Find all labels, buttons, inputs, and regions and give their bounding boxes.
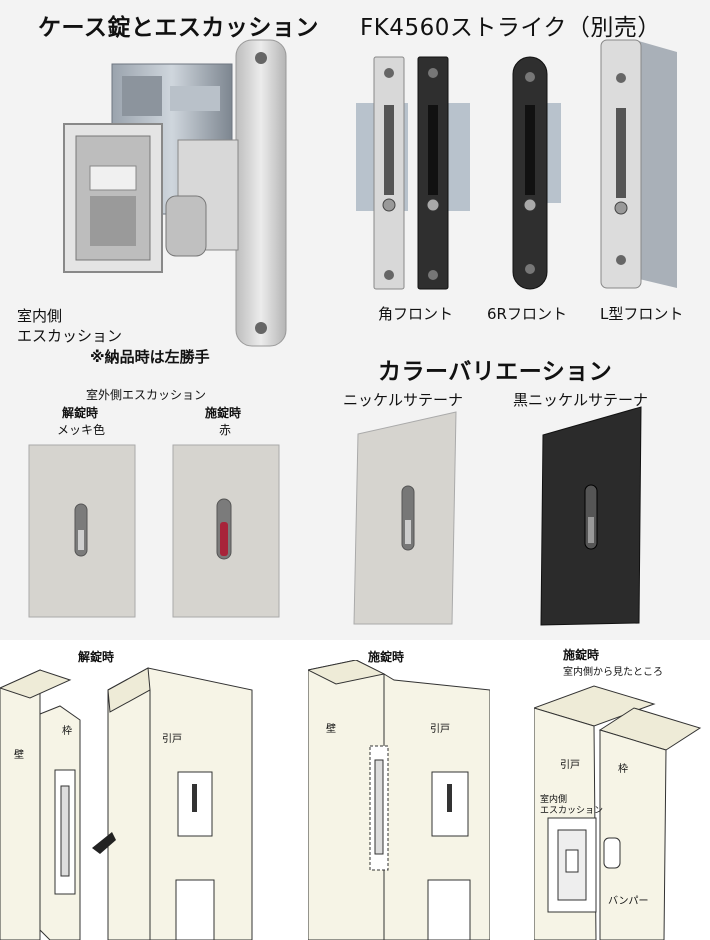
case-title: ケース錠とエスカッション — [38, 15, 319, 41]
diagram2-title: 施錠時 — [368, 650, 405, 664]
case-lock-image — [63, 39, 287, 347]
strike-label-l-type: L型フロント — [600, 305, 684, 323]
strike-title: FK4560ストライク（別売） — [360, 15, 661, 41]
diagram2-wall: 壁 — [326, 724, 336, 735]
diagram3-escutcheon-2: エスカッション — [540, 806, 604, 816]
diagram1-frame: 枠 — [62, 726, 72, 737]
escutcheon-unlocked — [28, 444, 136, 618]
delivery-note: ※納品時は左勝手 — [90, 348, 210, 366]
locked-sub: 赤 — [219, 423, 232, 437]
indoor-escutcheon-label-1: 室内側 — [17, 307, 63, 325]
diagram-unlocked — [0, 667, 253, 940]
indoor-escutcheon-label-2: エスカッション — [17, 327, 123, 345]
strike-6r-black — [512, 56, 561, 290]
strike-square-black — [417, 56, 470, 290]
strike-label-6r: 6Rフロント — [487, 305, 567, 323]
diagram1-door: 引戸 — [162, 734, 182, 745]
unlocked-sub: メッキ色 — [57, 423, 106, 437]
diagram1-title: 解錠時 — [78, 650, 115, 664]
color-swatch-nickel — [353, 411, 457, 625]
diagram2-door: 引戸 — [430, 724, 450, 735]
diagram-locked — [308, 660, 490, 940]
diagram3-bumper: バンパー — [608, 896, 649, 907]
diagram3-door: 引戸 — [560, 760, 580, 771]
unlocked-title: 解錠時 — [62, 406, 99, 420]
strike-square-silver — [356, 56, 408, 290]
outdoor-title: 室外側エスカッション — [86, 388, 207, 402]
diagram3-subtitle: 室内側から見たところ — [563, 667, 663, 678]
color-nickel-label: ニッケルサテーナ — [343, 391, 464, 409]
diagram3-escutcheon-1: 室内側 — [540, 795, 568, 805]
escutcheon-locked — [172, 444, 280, 618]
locked-title: 施錠時 — [205, 406, 242, 420]
diagram1-wall: 壁 — [14, 750, 24, 761]
color-swatch-black-nickel — [540, 406, 642, 626]
diagram-indoor — [534, 685, 702, 940]
strike-l-type-silver — [600, 39, 677, 289]
color-title: カラーバリエーション — [378, 359, 613, 385]
color-black-nickel-label: 黒ニッケルサテーナ — [513, 391, 649, 409]
diagram3-title: 施錠時 — [563, 648, 600, 662]
diagram3-frame: 枠 — [618, 764, 628, 775]
strike-label-square: 角フロント — [378, 305, 454, 323]
